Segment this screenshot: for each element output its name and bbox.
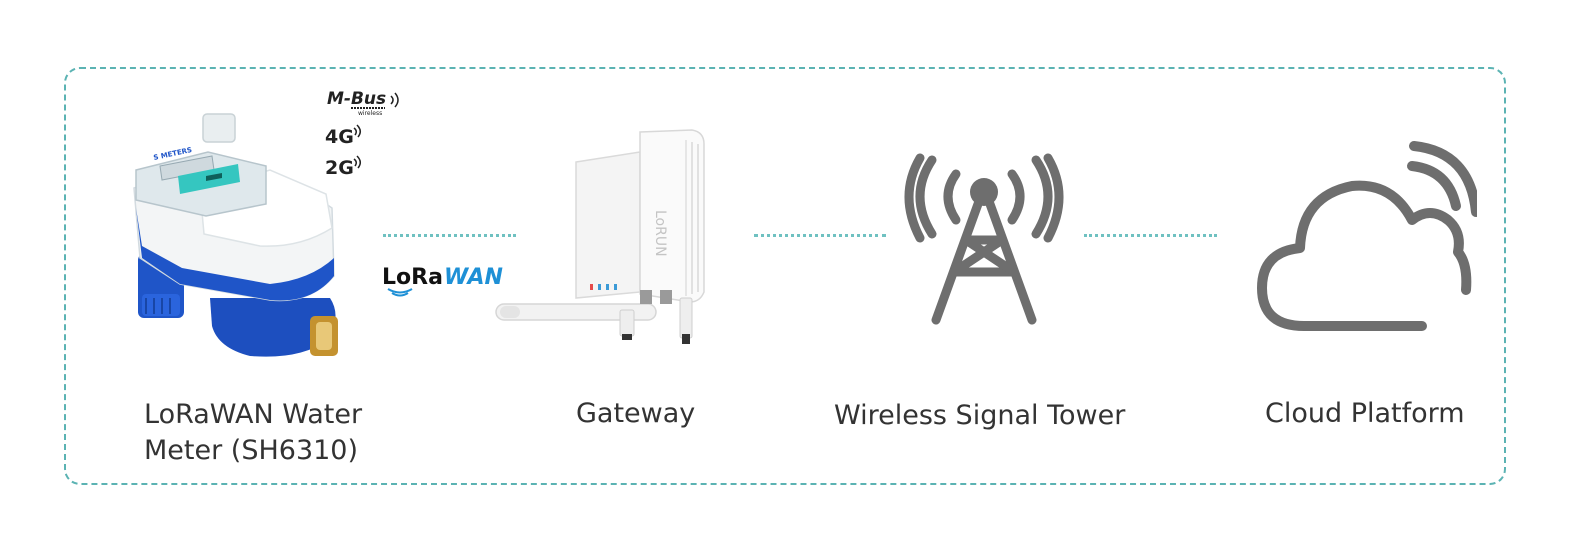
connector-gateway-tower <box>754 234 886 237</box>
lorawan-logo: LoRa WAN <box>380 258 520 298</box>
gateway-label: Gateway <box>576 398 696 429</box>
water-meter-label-line1: LoRaWAN Water <box>144 399 363 430</box>
4g-logo: 4G <box>323 122 373 150</box>
connector-meter-gateway <box>383 234 516 237</box>
water-meter-label: LoRaWAN Water Meter (SH6310) <box>144 397 362 469</box>
cloud-icon <box>1252 140 1477 335</box>
cloud-platform-label: Cloud Platform <box>1265 398 1465 429</box>
svg-text:WAN: WAN <box>444 265 503 290</box>
water-meter-image: S METERS <box>120 108 360 366</box>
svg-text:4G: 4G <box>325 126 354 148</box>
gateway-image: LoRUN <box>490 122 740 352</box>
svg-text:LoRa: LoRa <box>382 265 443 290</box>
svg-text:LoRUN: LoRUN <box>652 210 668 257</box>
connector-tower-cloud <box>1084 234 1217 237</box>
2g-logo: 2G <box>323 153 373 181</box>
svg-text:wireless: wireless <box>358 110 382 117</box>
svg-text:M-Bus: M-Bus <box>327 89 386 109</box>
mbus-logo: M-Bus wireless <box>325 86 405 118</box>
water-meter-label-line2: Meter (SH6310) <box>144 435 359 466</box>
svg-text:2G: 2G <box>325 157 354 179</box>
signal-tower-icon <box>898 146 1070 328</box>
signal-tower-label: Wireless Signal Tower <box>834 400 1126 431</box>
diagram-frame <box>64 67 1506 485</box>
